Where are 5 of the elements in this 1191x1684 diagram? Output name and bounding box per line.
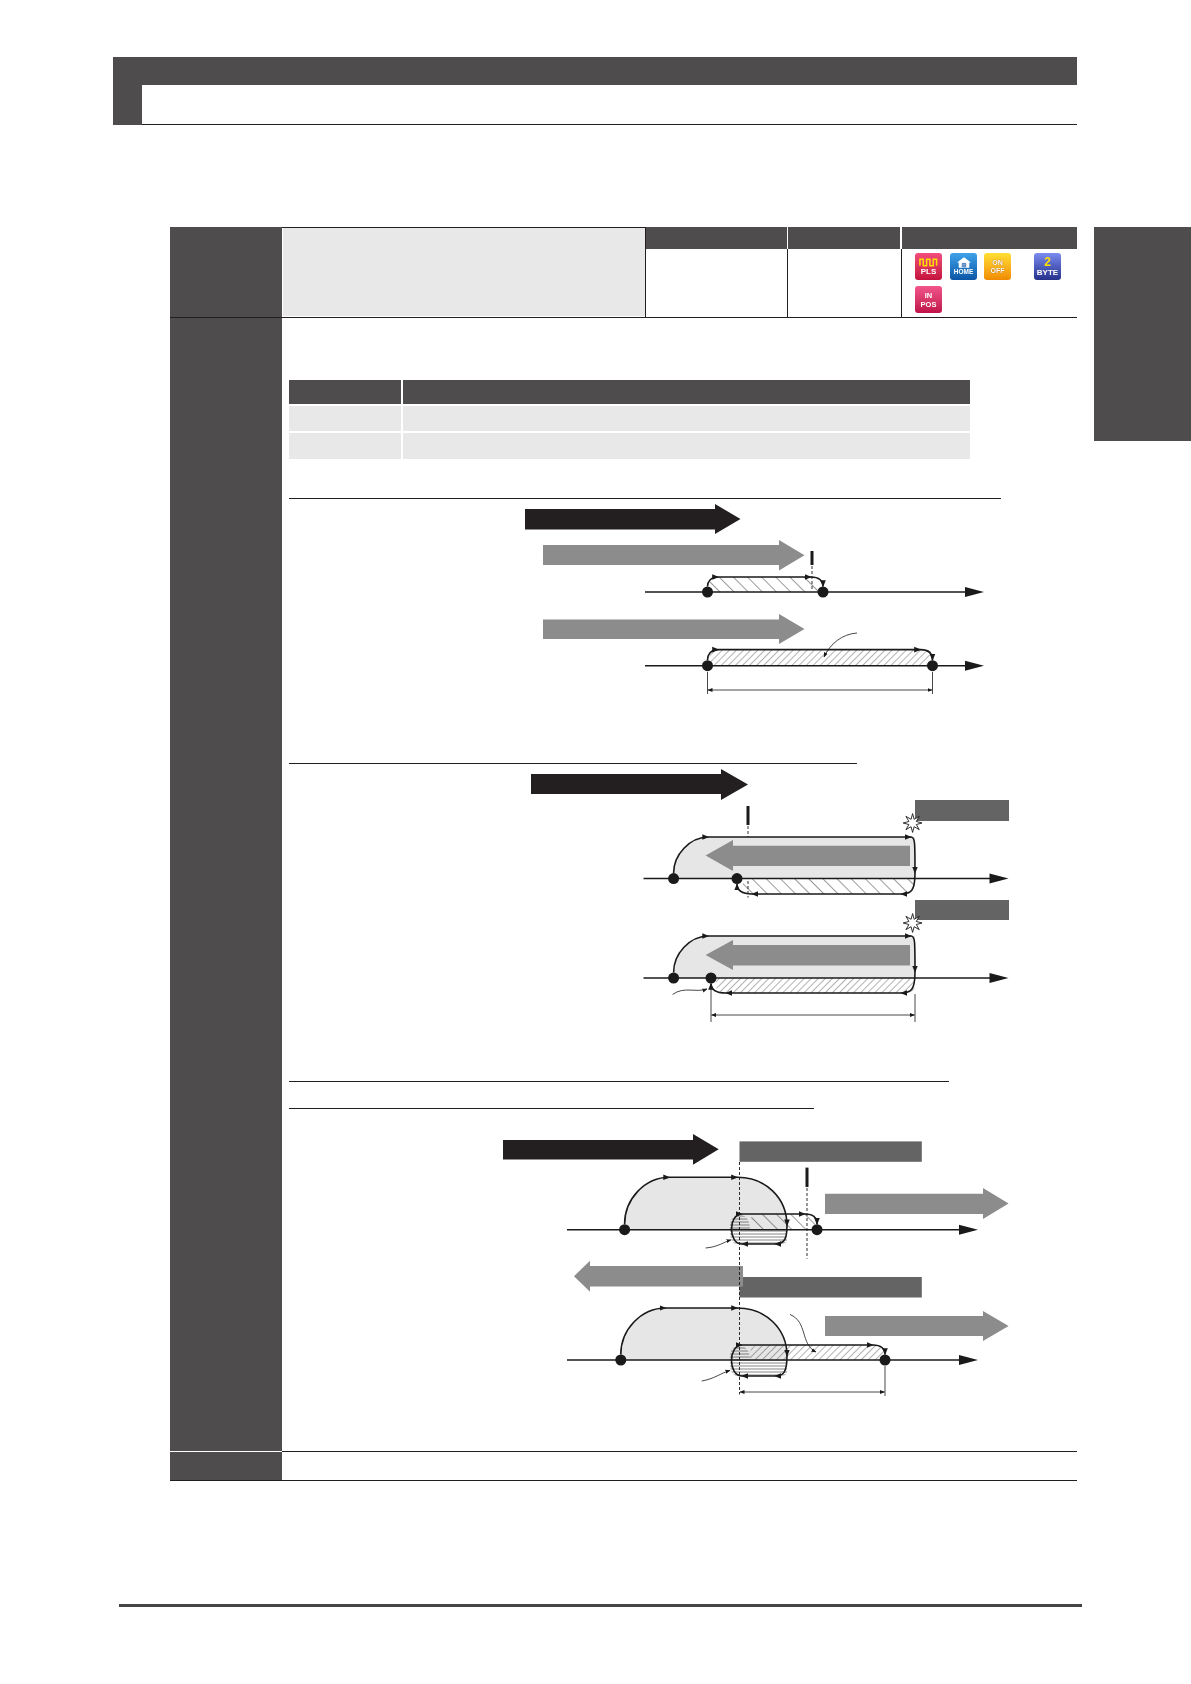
icon-caption: 2 xyxy=(1044,256,1051,268)
title-banner xyxy=(113,57,1077,125)
icon-caption: BYTE xyxy=(1036,268,1059,277)
icon-caption: PLS xyxy=(920,266,937,276)
side-tab xyxy=(1094,227,1191,441)
